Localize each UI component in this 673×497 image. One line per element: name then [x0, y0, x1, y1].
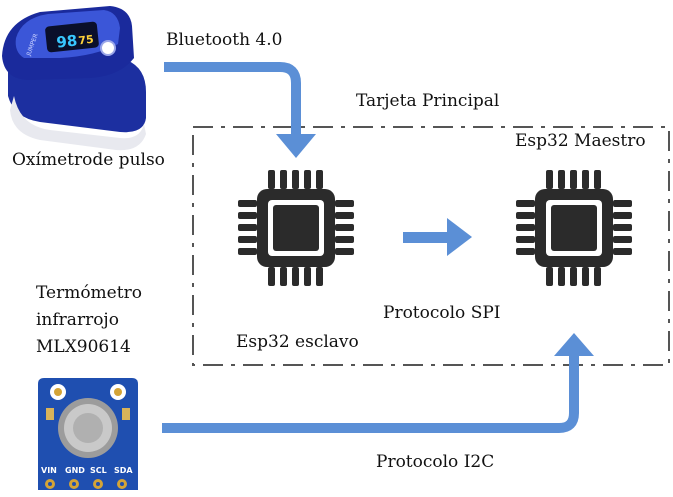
thermometer-label-line3: MLX90614 — [36, 337, 131, 357]
bluetooth-arrow — [164, 62, 316, 158]
pin-label-sda: SDA — [114, 466, 133, 475]
thermometer-label-line1: Termómetro — [36, 283, 142, 303]
spi-arrow — [403, 218, 472, 256]
esp32-master-chip — [516, 170, 632, 286]
board-title: Tarjeta Principal — [356, 91, 500, 111]
oximeter-pr: 75 — [78, 33, 95, 48]
thermometer-label-line2: infrarrojo — [36, 310, 119, 330]
oximeter-label: Oxímetrode pulso — [12, 150, 165, 170]
i2c-arrow — [162, 333, 594, 433]
oximeter-spo2: 98 — [56, 32, 79, 52]
board-frame — [192, 126, 670, 366]
pin-label-gnd: GND — [65, 466, 85, 475]
slave-label: Esp32 esclavo — [236, 332, 359, 352]
spi-label: Protocolo SPI — [383, 303, 501, 323]
master-label: Esp32 Maestro — [515, 131, 646, 151]
sensor-board-image: VIN GND SCL SDA — [38, 378, 138, 490]
pin-label-vin: VIN — [41, 466, 57, 475]
bluetooth-label: Bluetooth 4.0 — [166, 30, 283, 50]
esp32-slave-chip — [238, 170, 354, 286]
oximeter-button — [100, 40, 116, 56]
oximeter-image: 98 75 JUMPER — [2, 6, 146, 151]
pin-label-scl: SCL — [90, 466, 107, 475]
i2c-label: Protocolo I2C — [376, 452, 495, 472]
